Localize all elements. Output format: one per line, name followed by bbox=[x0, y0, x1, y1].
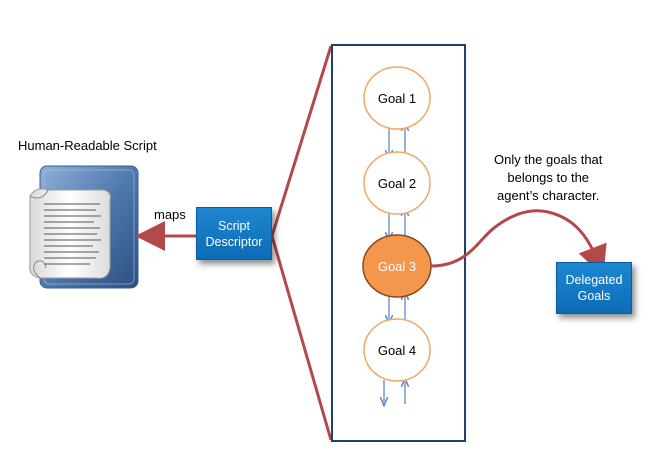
script-document-icon bbox=[29, 165, 139, 289]
goal-2-label: Goal 2 bbox=[377, 176, 417, 191]
goal-links bbox=[384, 126, 405, 404]
maps-label: maps bbox=[154, 207, 186, 222]
zoom-line-top bbox=[270, 45, 333, 237]
delegation-arrow bbox=[430, 209, 607, 276]
zoom-line-bottom bbox=[270, 235, 333, 441]
script-label: Human-Readable Script bbox=[18, 138, 157, 153]
goal-1-node bbox=[363, 66, 431, 130]
delegated-goals-box: Delegated Goals bbox=[556, 262, 632, 314]
goal-4-label: Goal 4 bbox=[377, 343, 417, 358]
delegation-note: Only the goals that belongs to the agent… bbox=[494, 152, 603, 203]
goal-3-label: Goal 3 bbox=[377, 259, 417, 274]
goal-2-node bbox=[363, 151, 431, 215]
delegated-goals-label: Delegated Goals bbox=[565, 273, 623, 303]
script-descriptor-box: Script Descriptor bbox=[196, 207, 272, 260]
goal-4-node bbox=[363, 318, 431, 382]
script-descriptor-label: Script Descriptor bbox=[205, 218, 263, 249]
goal-1-label: Goal 1 bbox=[377, 91, 417, 106]
